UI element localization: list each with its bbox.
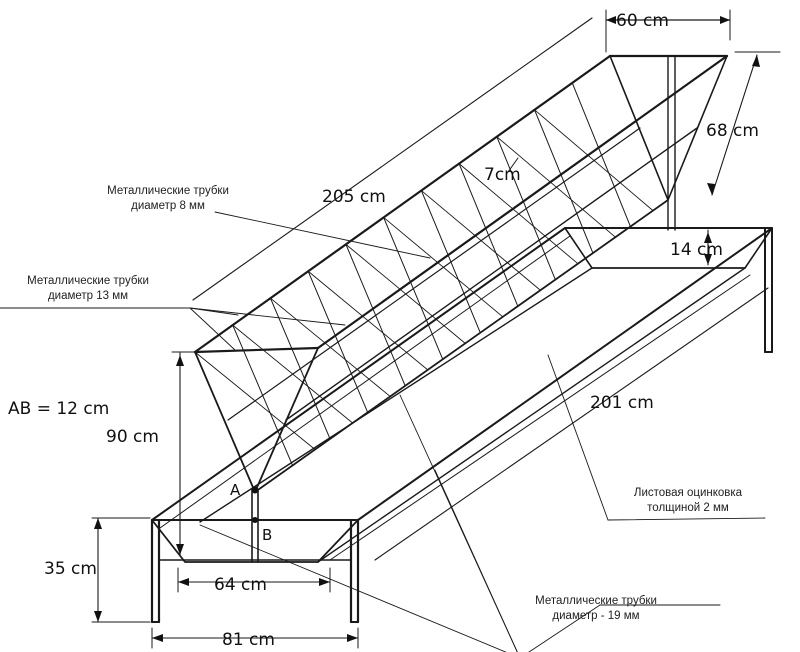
arrow-60-left [606, 16, 616, 24]
arrow-64-left [178, 578, 189, 586]
label-point-b: B [262, 526, 272, 544]
leader-19mm-c [434, 469, 518, 652]
arrow-14-bottom [704, 254, 712, 265]
hopper-mid-rail [227, 127, 641, 421]
frame [150, 227, 773, 624]
arrow-35-bottom [94, 611, 102, 622]
mesh-diagonal [420, 190, 541, 291]
label-mesh-spacing: 7cm [484, 165, 521, 185]
label-outer-width: 81 cm [222, 630, 275, 650]
label-formula: AB = 12 cm [8, 399, 109, 419]
mesh-bar [345, 243, 406, 387]
label-trough-depth: 14 cm [670, 240, 723, 260]
hopper-front-rail [193, 54, 612, 354]
point-a-marker [251, 486, 259, 494]
arrow-heads [94, 16, 760, 642]
mesh-bar [232, 324, 294, 466]
mesh-bar [194, 351, 256, 493]
leader-19mm-base [528, 604, 601, 652]
leader-8mm [214, 211, 431, 259]
mesh-bar [496, 136, 556, 281]
mesh-diagonal [383, 217, 504, 318]
mesh-diagonal [345, 243, 466, 344]
dim-line-7 [507, 157, 519, 173]
mesh-bar [458, 163, 519, 307]
note-8mm-line2: диаметр 8 мм [131, 200, 205, 212]
point-b-marker [252, 517, 258, 523]
note-8mm-line1: Металлические трубки [107, 185, 229, 197]
arrow-81-left [152, 634, 163, 642]
leader-sheet [547, 354, 609, 521]
label-hopper-depth: 68 cm [706, 121, 759, 141]
mesh-bar [571, 82, 631, 228]
mesh-bar [383, 216, 444, 360]
hopper-mid-rail-back [285, 127, 698, 421]
labels: 60 cm 205 cm 68 cm 7cm 14 cm 201 cm 90 c… [8, 11, 759, 650]
hopper-bottom-ridge [254, 199, 669, 493]
leader-19mm-b [199, 524, 507, 652]
label-top-width: 60 cm [616, 11, 669, 31]
note-sheet-line1: Листовая оцинковка [634, 487, 743, 499]
note-sheet-line2: толщиной 2 мм [647, 502, 729, 514]
trough-inner-line-2 [159, 235, 571, 529]
leader-13mm-b [189, 307, 346, 326]
arrow-90-top [176, 355, 184, 366]
arrow-68-top [752, 55, 760, 67]
trough-floor-back [199, 267, 593, 523]
arrow-14-top [704, 232, 712, 243]
label-hopper-height: 90 cm [106, 427, 159, 447]
mesh-bar [420, 190, 481, 334]
mesh-diagonal [194, 351, 316, 450]
note-13mm-line1: Металлические трубки [27, 275, 149, 287]
mesh-diagonal [307, 270, 429, 371]
arrow-81-right [347, 634, 358, 642]
label-hopper-length: 205 cm [322, 187, 386, 207]
arrow-68-bottom [707, 183, 715, 195]
trough-front-edge [357, 227, 773, 521]
label-point-a: A [230, 481, 241, 499]
leader-sheet-base [607, 517, 766, 521]
mesh-bar [269, 297, 331, 440]
hopper [193, 54, 729, 493]
note-19mm-line1: Металлические трубки [535, 595, 657, 607]
mesh-bar [609, 55, 669, 201]
note-13mm-line2: диаметр 13 мм [48, 290, 128, 302]
mesh-diagonal [534, 109, 654, 212]
dim-line-201 [374, 287, 769, 561]
label-trough-length: 201 cm [590, 393, 654, 413]
arrow-35-top [94, 518, 102, 529]
hopper-near-end [193, 346, 320, 354]
dim-line-205 [192, 17, 593, 301]
mesh-bar [534, 109, 594, 254]
dim-line-68 [711, 54, 758, 196]
mesh-diagonal [458, 163, 579, 265]
note-19mm-line2: диаметр - 19 мм [552, 610, 639, 622]
arrow-64-right [319, 578, 330, 586]
trough-back-edge [151, 227, 566, 521]
mesh-bar [307, 270, 369, 413]
trough-inner-line [329, 274, 751, 561]
trough-floor-front [317, 267, 746, 563]
leader-13mm-c [189, 307, 236, 351]
mesh-diagonal [496, 136, 616, 238]
mesh-diagonal [232, 324, 354, 424]
label-inner-width: 64 cm [214, 575, 267, 595]
trough-far-end [564, 227, 773, 269]
label-frame-height: 35 cm [44, 559, 97, 579]
leader-lines [0, 211, 766, 652]
arrow-60-right [720, 16, 730, 24]
dimension-lines [91, 9, 781, 649]
arrow-90-bottom [176, 544, 184, 555]
hopper-mesh [194, 55, 669, 493]
hopper-back-rail [316, 54, 729, 350]
leader-19mm-a [399, 394, 518, 652]
mesh-diagonal [270, 297, 391, 397]
